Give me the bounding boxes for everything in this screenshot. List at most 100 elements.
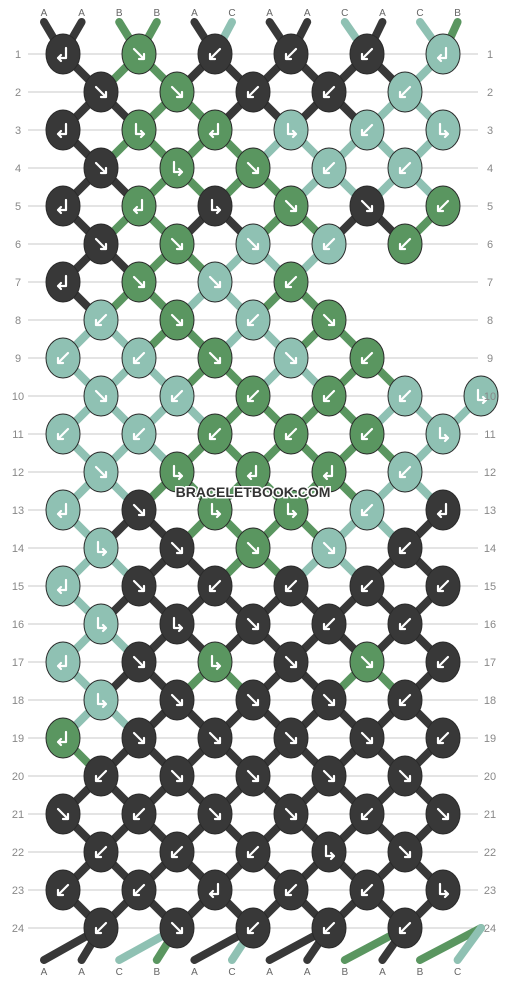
top-strand-label: B: [153, 8, 160, 19]
knot-arrow-icon: [132, 47, 146, 61]
knot-arrow-icon: [208, 882, 220, 899]
bottom-strand-label: A: [304, 967, 311, 978]
knot: [83, 223, 119, 265]
knot: [387, 527, 423, 569]
knot: [387, 223, 423, 265]
row-number-left: 14: [12, 543, 24, 555]
knot-arrow-icon: [94, 313, 108, 327]
bottom-strand-label: A: [41, 967, 48, 978]
row-number-left: 24: [12, 923, 24, 935]
knot-arrow-icon: [208, 47, 222, 61]
row-number-left: 19: [12, 733, 24, 745]
knot-body: [425, 33, 461, 75]
knot: [197, 261, 233, 303]
knot-body: [45, 717, 81, 759]
knot-arrow-icon: [438, 426, 450, 443]
knot-arrow-icon: [132, 351, 146, 365]
knot-arrow-icon: [360, 123, 374, 137]
bottom-strand-label: C: [228, 967, 235, 978]
knot: [425, 413, 461, 455]
knot: [425, 185, 461, 227]
knot-arrow-icon: [398, 389, 412, 403]
knot-arrow-icon: [246, 237, 260, 251]
knot-arrow-icon: [398, 465, 412, 479]
knot-arrow-icon: [436, 655, 450, 669]
knot: [121, 869, 157, 911]
knot-body: [197, 489, 233, 531]
knot: [349, 489, 385, 531]
knot-arrow-icon: [246, 464, 258, 481]
knot: [197, 869, 233, 911]
knot-body: [121, 185, 157, 227]
bottom-strand-thread: [453, 924, 485, 964]
knot-arrow-icon: [56, 46, 68, 63]
knot-body: [159, 451, 195, 493]
row-number-left: 5: [15, 201, 21, 213]
knot: [197, 489, 233, 531]
knot-arrow-icon: [96, 616, 108, 633]
knot-arrow-icon: [132, 579, 146, 593]
knot-arrow-icon: [284, 199, 298, 213]
knot-body: [463, 375, 499, 417]
knot: [45, 261, 81, 303]
knot-arrow-icon: [436, 579, 450, 593]
knot-body: [45, 261, 81, 303]
knot-arrow-icon: [94, 237, 108, 251]
knot-arrow-icon: [96, 540, 108, 557]
knot-body: [197, 109, 233, 151]
row-number-right: 8: [487, 315, 493, 327]
knot-arrow-icon: [322, 313, 336, 327]
knot: [235, 451, 271, 493]
bottom-strand-label: C: [454, 967, 461, 978]
knot-arrow-icon: [208, 731, 222, 745]
knot: [121, 489, 157, 531]
knot: [159, 451, 195, 493]
knot-arrow-icon: [322, 161, 336, 175]
knot-arrow-icon: [170, 921, 184, 935]
knot: [349, 33, 385, 75]
knot: [273, 261, 309, 303]
knot: [425, 869, 461, 911]
knot: [83, 527, 119, 569]
knot-body: [425, 109, 461, 151]
knot-arrow-icon: [56, 122, 68, 139]
knot-arrow-icon: [208, 122, 220, 139]
knot-arrow-icon: [94, 85, 108, 99]
knot: [235, 679, 271, 721]
knot-body: [45, 641, 81, 683]
knot-arrow-icon: [246, 769, 260, 783]
row-number-right: 2: [487, 87, 493, 99]
bottom-strand-label: B: [341, 967, 348, 978]
knot-body: [425, 869, 461, 911]
knot: [159, 71, 195, 113]
knot-arrow-icon: [246, 85, 260, 99]
knot: [235, 223, 271, 265]
knot-arrow-icon: [284, 731, 298, 745]
knot: [45, 109, 81, 151]
row-number-right: 3: [487, 125, 493, 137]
knot: [45, 869, 81, 911]
knot-arrow-icon: [284, 655, 298, 669]
knot: [349, 565, 385, 607]
row-number-left: 2: [15, 87, 21, 99]
row-number-left: 1: [15, 49, 21, 61]
row-number-right: 21: [484, 809, 496, 821]
knot: [311, 679, 347, 721]
bottom-strand-label: A: [78, 967, 85, 978]
knot-body: [197, 641, 233, 683]
knot: [425, 641, 461, 683]
knot-arrow-icon: [56, 351, 70, 365]
knot-arrow-icon: [170, 541, 184, 555]
knot: [235, 147, 271, 189]
knot: [83, 907, 119, 949]
row-number-right: 10: [484, 391, 496, 403]
knot: [273, 717, 309, 759]
knot: [273, 109, 309, 151]
row-number-left: 4: [15, 163, 21, 175]
knot-body: [83, 603, 119, 645]
knot-body: [311, 831, 347, 873]
knot: [197, 337, 233, 379]
